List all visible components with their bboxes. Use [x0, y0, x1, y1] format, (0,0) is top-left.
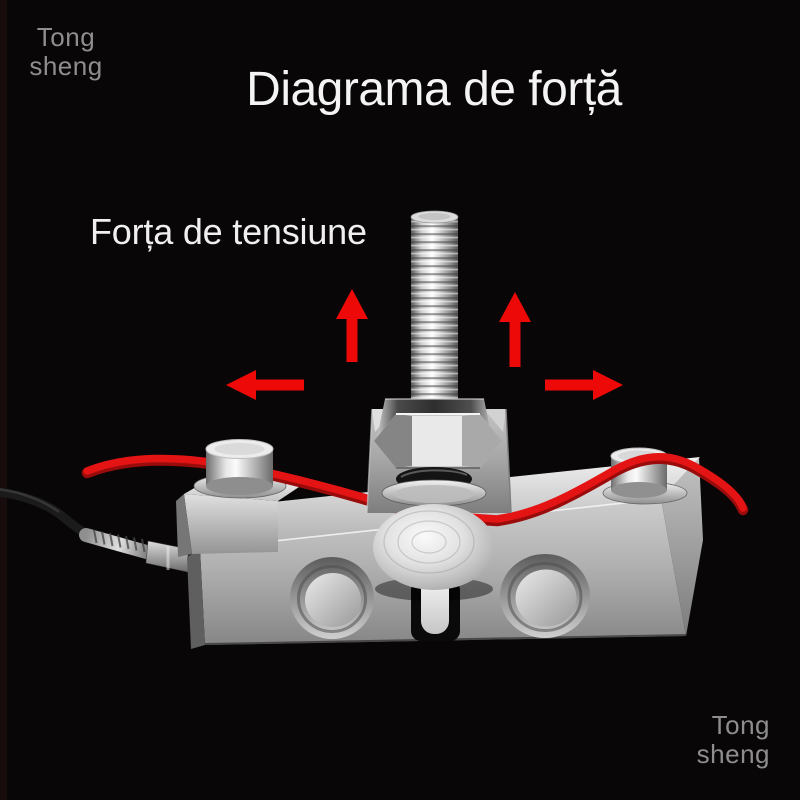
cable-spring-connector	[79, 528, 157, 560]
washer-center	[381, 479, 487, 507]
black-signal-cable	[0, 487, 189, 573]
tension-force-label: Forța de tensiune	[90, 211, 367, 252]
watermark-line: Tong	[36, 22, 96, 52]
recessed-disc-right	[500, 554, 590, 638]
watermark-line: sheng	[29, 51, 103, 82]
mounting-bolt-left	[205, 439, 274, 495]
watermark-top-left: Tong sheng	[22, 22, 110, 82]
watermark-line: sheng	[696, 739, 770, 770]
force-arrow-right-icon	[545, 370, 623, 400]
load-dome	[373, 504, 495, 590]
center-clamp	[366, 210, 512, 634]
page-title: Diagrama de forță	[246, 63, 622, 116]
hex-nut	[374, 413, 502, 469]
force-arrow-up-right-icon	[499, 292, 531, 367]
force-arrow-left-icon	[226, 370, 304, 400]
force-arrow-up-left-icon	[336, 289, 368, 362]
recessed-disc-left	[290, 557, 374, 639]
watermark-bottom-right: Tong sheng	[650, 710, 770, 770]
left-edge-shade	[0, 0, 7, 800]
watermark-line: Tong	[711, 710, 770, 740]
